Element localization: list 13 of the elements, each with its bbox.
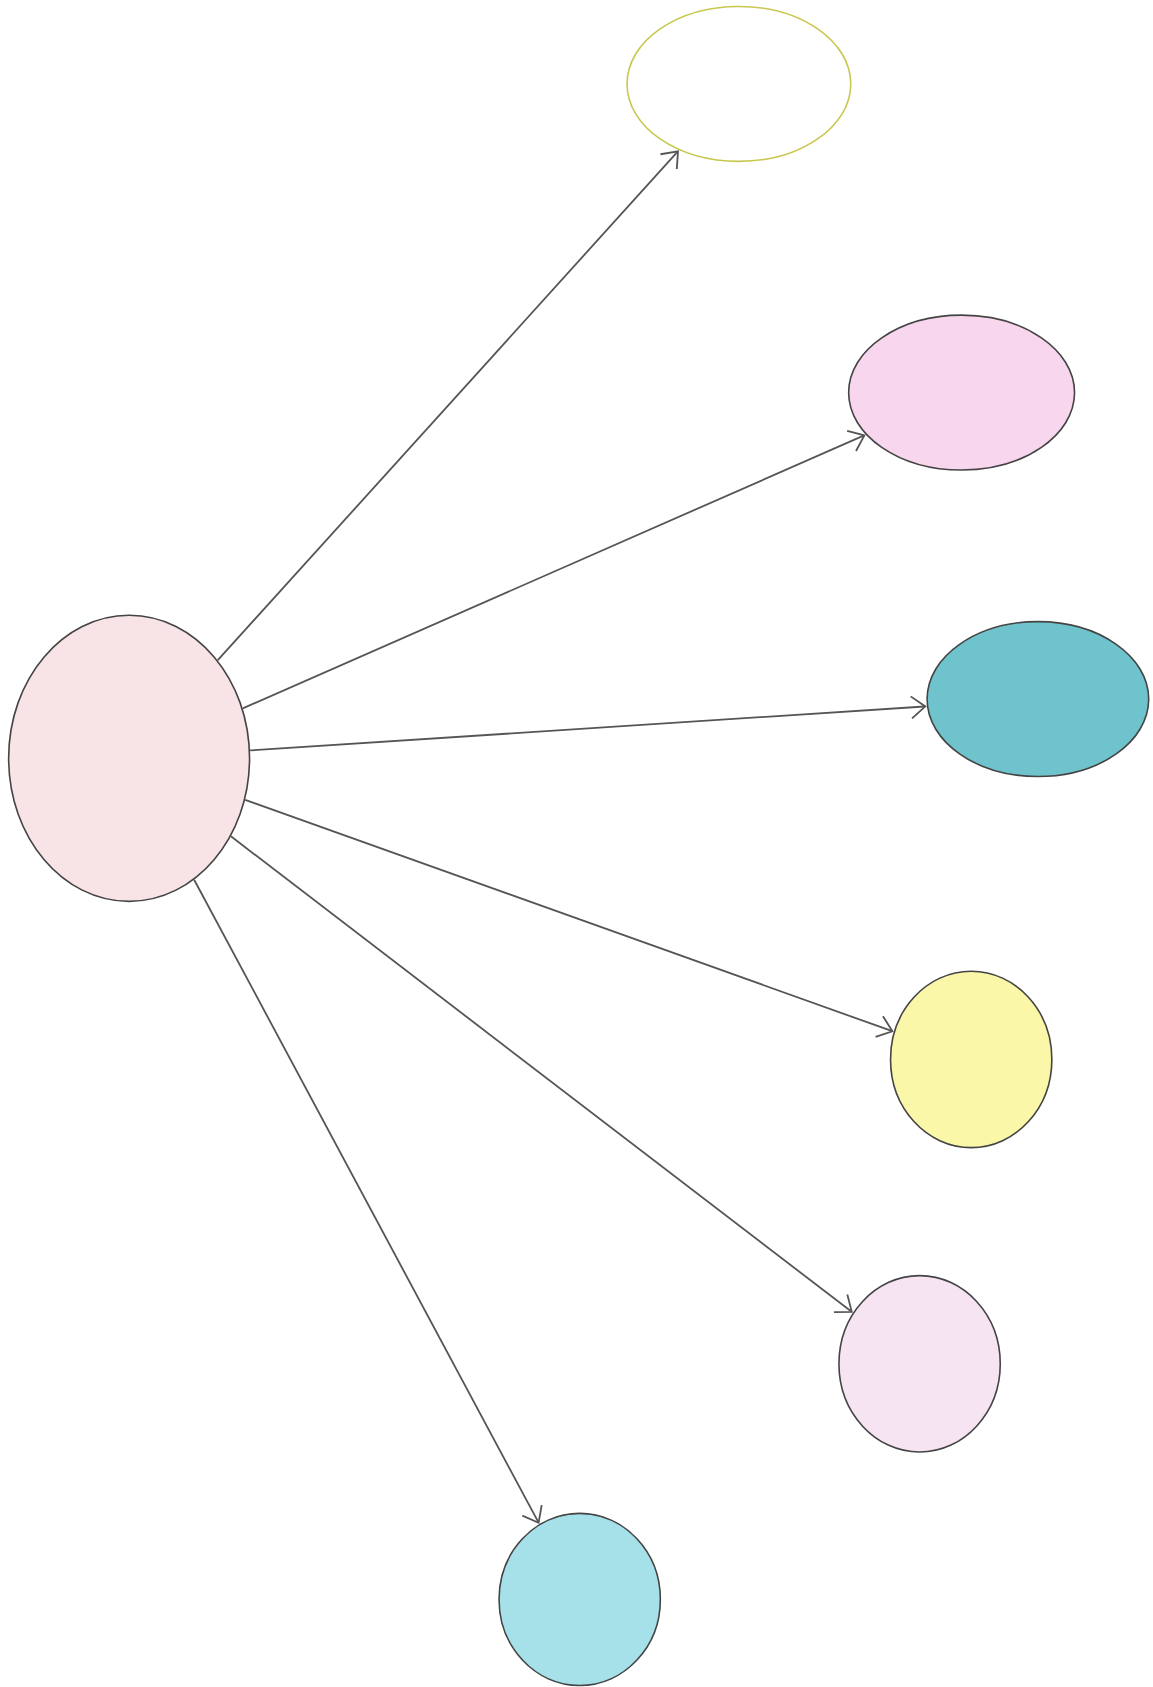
arrow <box>230 835 853 1313</box>
arrow <box>244 798 894 1038</box>
ellipse-shape <box>926 620 1150 778</box>
ellipse-shape <box>498 1512 662 1687</box>
arrow <box>193 878 543 1524</box>
ellipse-shape <box>889 970 1053 1149</box>
ellipse-shape <box>838 1274 1002 1453</box>
ellipse-shape <box>847 314 1076 471</box>
arrow <box>249 695 927 752</box>
ellipse-shape <box>626 5 852 163</box>
arrow <box>216 150 679 662</box>
ellipse-shape <box>7 614 251 903</box>
arrow <box>241 429 866 710</box>
